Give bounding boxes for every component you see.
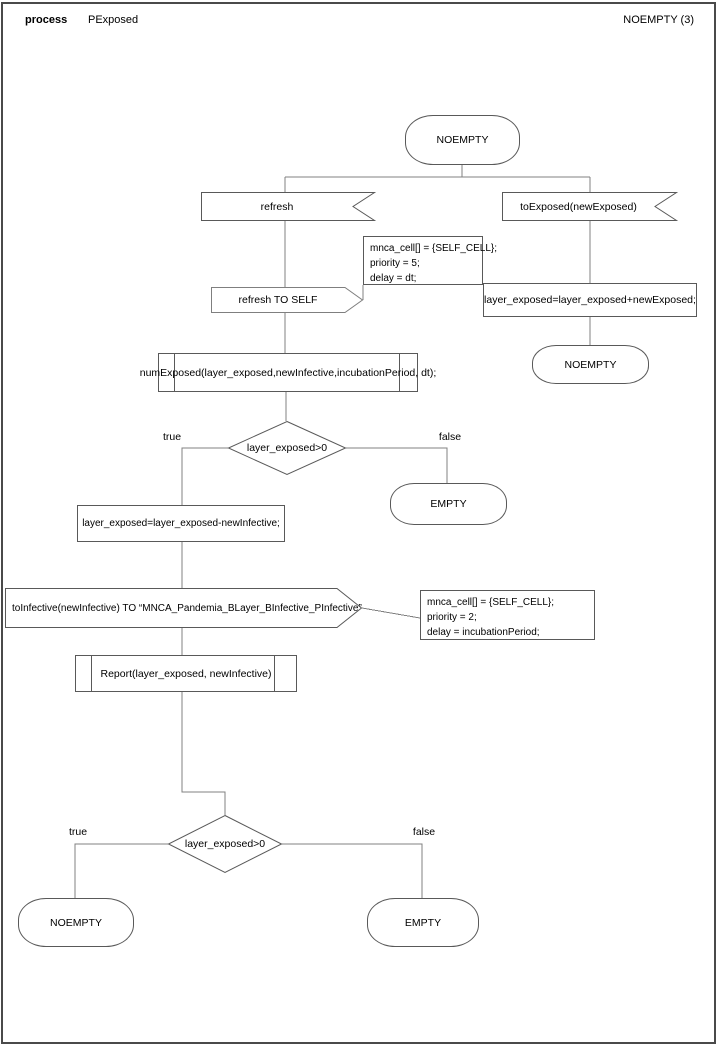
note-priority-5[interactable]: mnca_cell[] = {SELF_CELL}; priority = 5;…: [363, 236, 498, 285]
send-refresh-outline: [211, 287, 364, 313]
state-start-noempty[interactable]: NOEMPTY: [405, 115, 520, 165]
note-line: delay = dt;: [370, 273, 417, 284]
decision-layer-exposed-1[interactable]: layer_exposed>0: [227, 420, 347, 476]
state-empty-mid-label: EMPTY: [430, 498, 467, 510]
send-shape: [5, 588, 363, 628]
send-shape: [211, 287, 364, 313]
note-line: mnca_cell[] = {SELF_CELL};: [370, 243, 498, 254]
call-report[interactable]: Report(layer_exposed, newInfective): [75, 655, 297, 692]
connector-decision1-true: [181, 447, 228, 505]
branch-label-false-2: false: [412, 826, 436, 838]
note-line: mnca_cell[] = {SELF_CELL};: [427, 597, 555, 608]
receive-shape: [502, 192, 679, 221]
diamond-shape: [167, 814, 283, 874]
connector-note2-attach: [361, 607, 421, 619]
state-empty-mid[interactable]: EMPTY: [390, 483, 507, 525]
state-noempty-right-label: NOEMPTY: [564, 358, 617, 371]
decision2-label: layer_exposed>0: [184, 838, 266, 850]
header-process-name: PExposed: [88, 14, 139, 26]
send-refresh-to-self[interactable]: refresh TO SELF: [211, 287, 364, 313]
receive-toexposed[interactable]: toExposed(newExposed): [502, 192, 679, 221]
state-noempty-bottom[interactable]: NOEMPTY: [18, 898, 134, 947]
receive-refresh[interactable]: refresh: [201, 192, 377, 221]
decision-layer-exposed-2[interactable]: layer_exposed>0: [167, 814, 283, 874]
assign-sub-label: layer_exposed=layer_exposed-newInfective…: [82, 518, 280, 529]
receive-toexposed-label: toExposed(newExposed): [520, 200, 637, 213]
predefined-bar-right: [399, 354, 400, 391]
receive-toexposed-outline: [502, 192, 679, 221]
note-line: delay = incubationPeriod;: [427, 627, 540, 638]
predefined-bar-right: [274, 656, 275, 691]
predefined-bar-left: [174, 354, 175, 391]
branch-label-true-2: true: [68, 826, 88, 838]
call-numexposed[interactable]: numExposed(layer_exposed,newInfective,in…: [139, 353, 437, 392]
connector-decision2-true: [74, 843, 168, 898]
receive-shape: [201, 192, 377, 221]
send-toinfective-label: toInfective(newInfective) TO “MNCA_Pande…: [12, 602, 362, 614]
note-priority-2[interactable]: mnca_cell[] = {SELF_CELL}; priority = 2;…: [420, 590, 595, 640]
decision1-label: layer_exposed>0: [246, 442, 328, 454]
branch-label-false-1: false: [438, 431, 462, 443]
state-empty-bottom-label: EMPTY: [404, 916, 442, 929]
branch-label-true-1: true: [162, 431, 182, 443]
header-state-reference: NOEMPTY (3): [623, 14, 694, 26]
call-numexposed-label: numExposed(layer_exposed,newInfective,in…: [139, 366, 437, 379]
send-toinfective-outline: [5, 588, 363, 628]
receive-refresh-outline: [201, 192, 377, 221]
state-noempty-right[interactable]: NOEMPTY: [532, 345, 649, 384]
assign-add-label: layer_exposed=layer_exposed+newExposed;: [484, 294, 696, 306]
state-start-noempty-label: NOEMPTY: [436, 134, 489, 146]
send-refresh-label: refresh TO SELF: [238, 294, 318, 306]
connector-report-to-decision2: [181, 692, 226, 815]
state-noempty-bottom-label: NOEMPTY: [50, 916, 102, 929]
connector-decision1-false: [346, 447, 448, 483]
note-line: priority = 5;: [370, 258, 420, 269]
predefined-bar-left: [91, 656, 92, 691]
receive-refresh-label: refresh: [260, 200, 294, 213]
decision1-outline: [227, 420, 347, 476]
state-empty-bottom[interactable]: EMPTY: [367, 898, 479, 947]
assign-add-box[interactable]: layer_exposed=layer_exposed+newExposed;: [483, 283, 697, 317]
send-toinfective[interactable]: toInfective(newInfective) TO “MNCA_Pande…: [5, 588, 363, 628]
assign-sub-box[interactable]: layer_exposed=layer_exposed-newInfective…: [77, 505, 285, 542]
decision2-outline: [167, 814, 283, 874]
diamond-shape: [227, 420, 347, 476]
header-kind-label: process: [25, 14, 68, 26]
connector-decision2-false: [282, 843, 423, 898]
call-report-label: Report(layer_exposed, newInfective): [100, 667, 272, 680]
note-line: priority = 2;: [427, 612, 477, 623]
